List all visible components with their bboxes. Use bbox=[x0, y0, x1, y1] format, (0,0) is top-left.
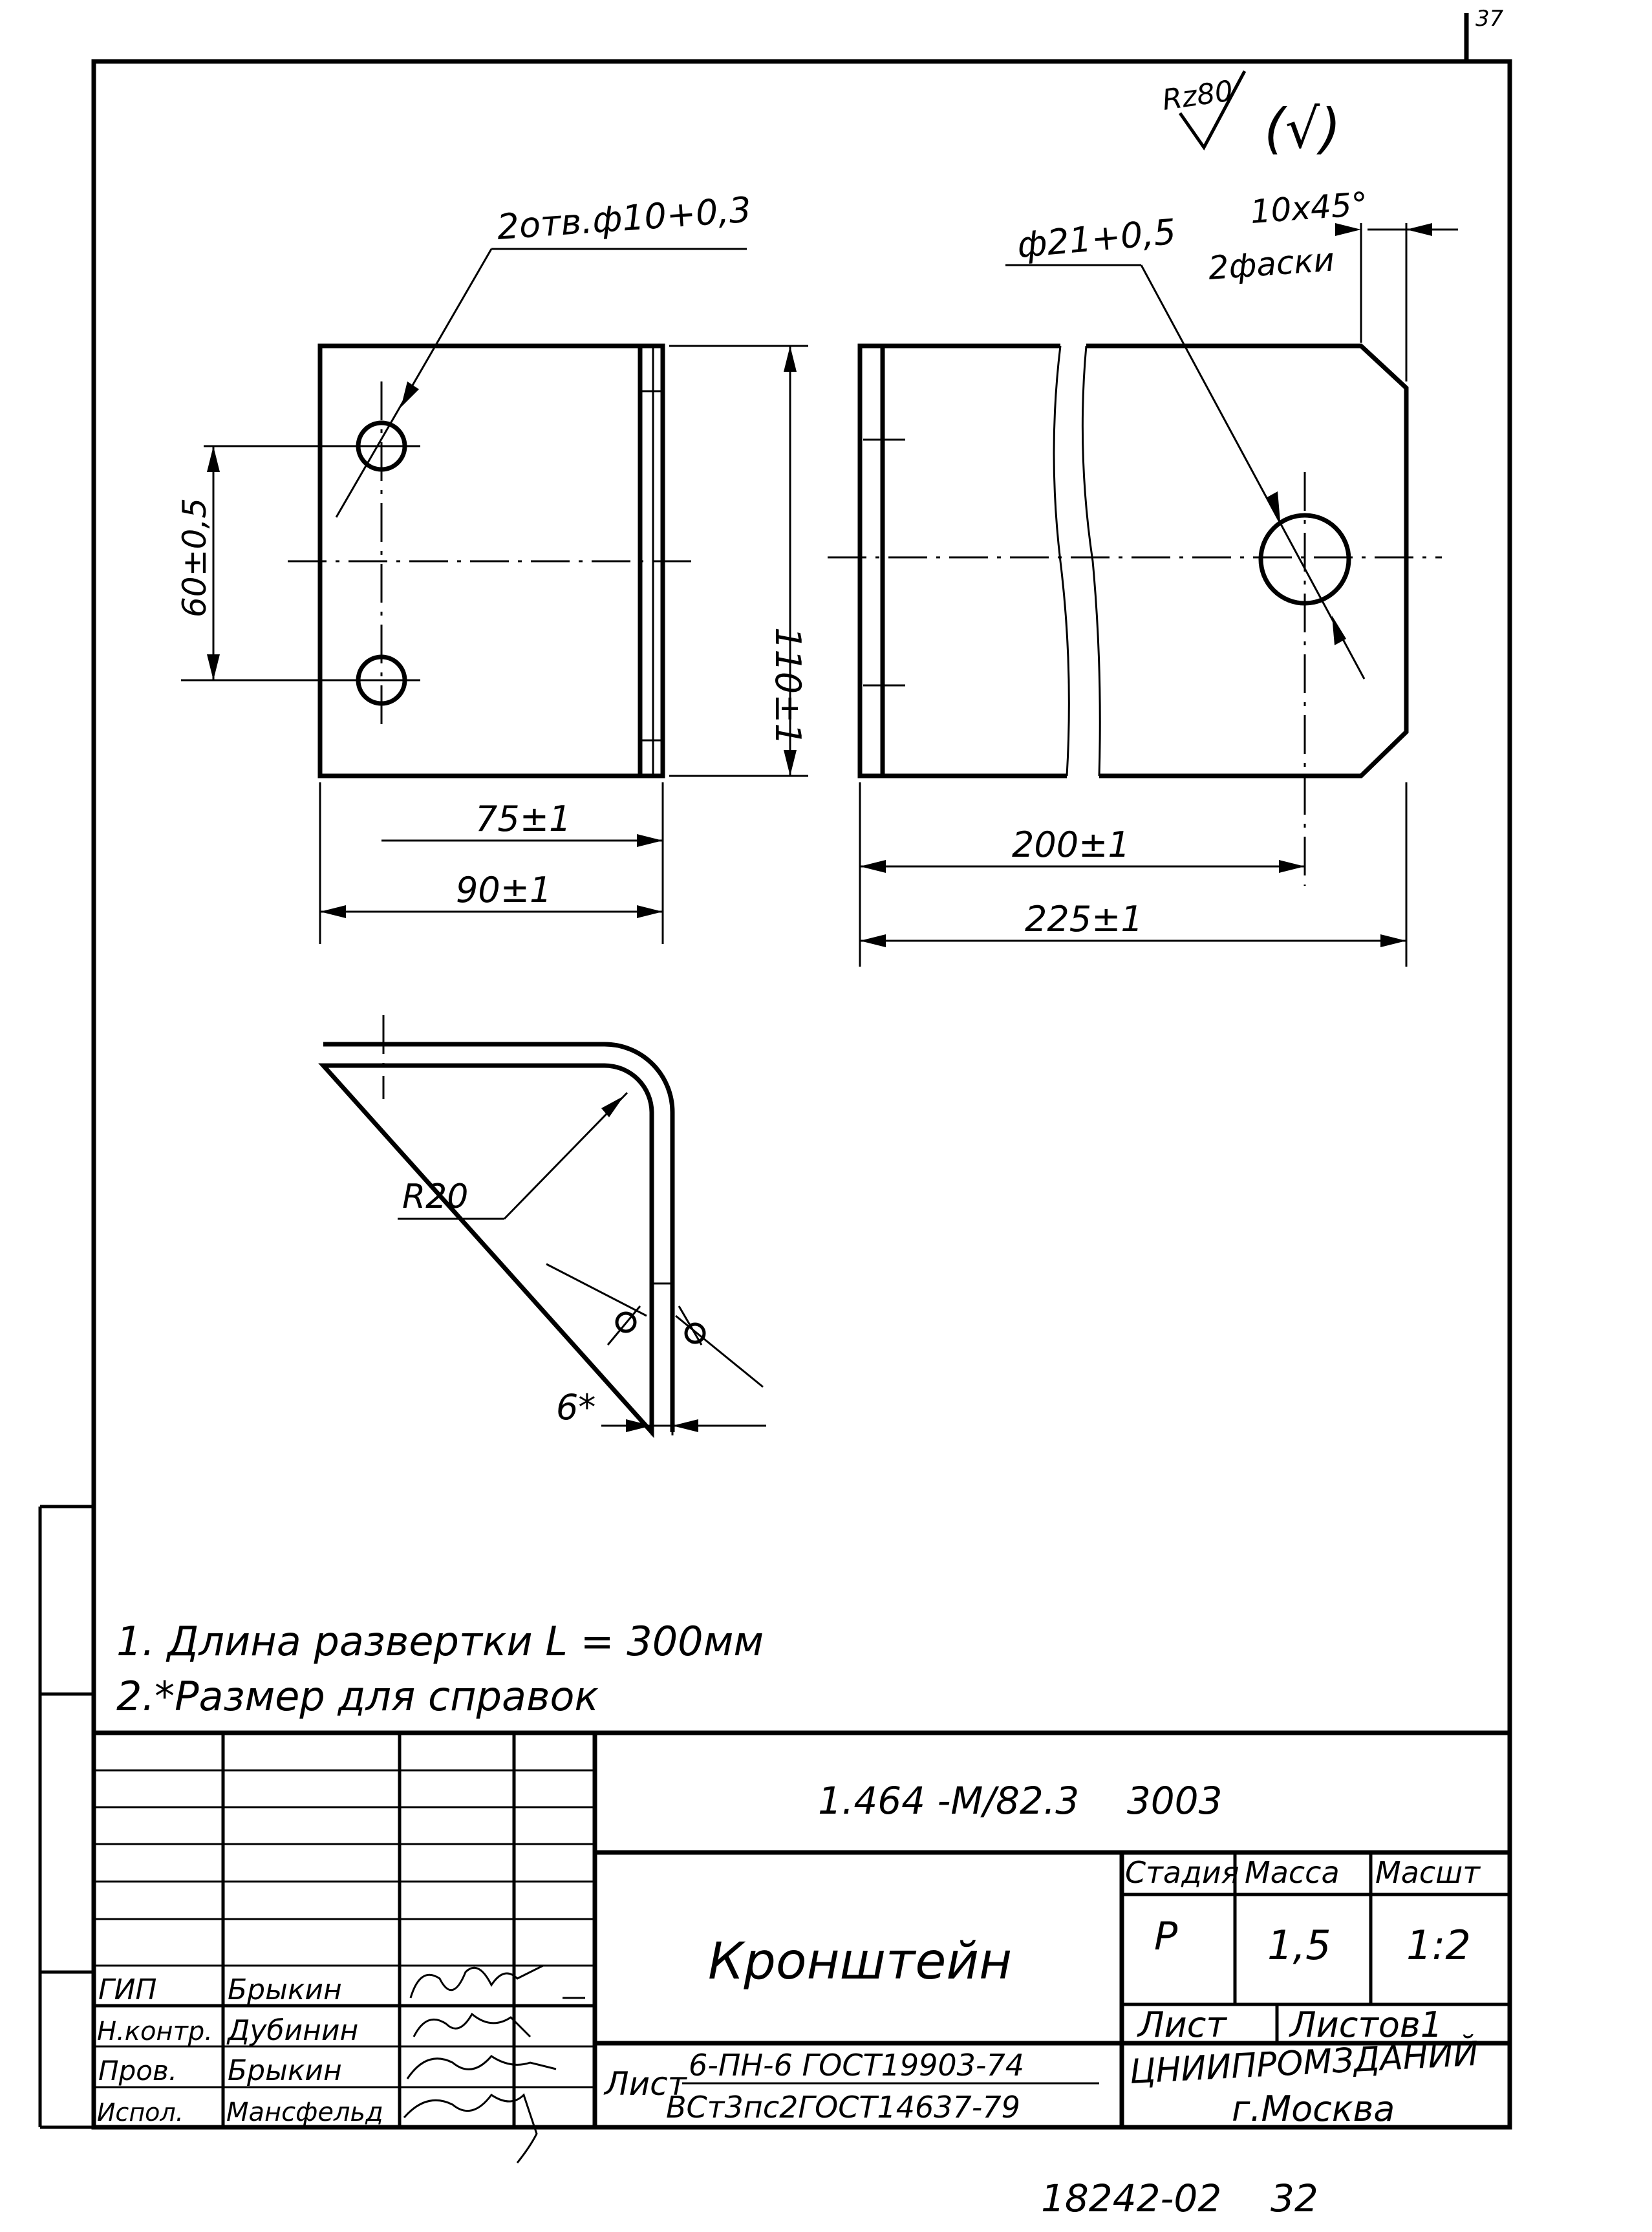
bracket-profile-view: R20 6* bbox=[318, 1015, 766, 1439]
value-stage: Р bbox=[1154, 1914, 1178, 1959]
organization-city: г.Москва bbox=[1232, 2088, 1395, 2129]
callout-chamfer-size: 10x45° bbox=[1249, 185, 1369, 231]
material-bottom: ВСт3пс2ГОСТ14637-79 bbox=[666, 2090, 1020, 2125]
dim-width-inner: 75±1 bbox=[475, 799, 571, 839]
title-block-grid bbox=[94, 1730, 1510, 2127]
staff-role-1: ГИП bbox=[98, 1973, 157, 2006]
staff-name-3: Брыкин bbox=[228, 2054, 342, 2087]
dim-hole-spacing: 60±0,5 bbox=[176, 498, 213, 617]
staff-role-2: Н.контр. bbox=[97, 2017, 213, 2046]
value-scale: 1:2 bbox=[1406, 1922, 1471, 1969]
header-stage: Стадия bbox=[1125, 1855, 1239, 1890]
signatures bbox=[403, 1964, 585, 2163]
dim-width-outer: 90±1 bbox=[456, 870, 552, 910]
staff-name-1: Брыкин bbox=[228, 1973, 342, 2006]
roughness-symbols: Rz80 (√) bbox=[1160, 70, 1341, 160]
dim-length-to-hole: 200±1 bbox=[1012, 824, 1130, 865]
staff-role-3: Пров. bbox=[98, 2055, 177, 2087]
part-name: Кронштейн bbox=[708, 1933, 1012, 1991]
drawing-frame bbox=[38, 13, 1512, 2130]
callout-bend-radius: R20 bbox=[402, 1177, 468, 1216]
callout-thickness: 6* bbox=[556, 1387, 595, 1428]
page-corner-number: 37 bbox=[1475, 6, 1504, 32]
callout-small-holes: 2отв.ф10+0,3 bbox=[496, 189, 753, 248]
roughness-other-label: (√) bbox=[1264, 97, 1341, 160]
staff-name-2: Дубинин bbox=[226, 2014, 358, 2047]
material-prefix: Лист bbox=[603, 2065, 688, 2103]
note-2: 2.*Размер для справок bbox=[116, 1673, 599, 1720]
plate-side-view: ф21+0,5 10x45° 2фаски 200±1 225±1 bbox=[828, 185, 1458, 967]
staff-name-4: Мансфельд bbox=[226, 2098, 383, 2127]
plate-front-view: 60±0,5 2отв.ф10+0,3 110±1 75±1 90±1 bbox=[176, 189, 808, 944]
note-1: 1. Длина развертки L = 300мм bbox=[116, 1618, 764, 1665]
material-top: 6-ПН-6 ГОСТ19903-74 bbox=[689, 2048, 1024, 2083]
header-mass: Масса bbox=[1245, 1855, 1340, 1890]
sheet-label: Лист bbox=[1137, 2004, 1227, 2045]
dim-length-total: 225±1 bbox=[1025, 899, 1143, 939]
staff-role-4: Испол. bbox=[97, 2098, 184, 2127]
designation: 1.464 -М/82.3 3003 bbox=[818, 1779, 1222, 1823]
roughness-check-icon bbox=[1178, 70, 1247, 151]
dim-height: 110±1 bbox=[767, 627, 808, 746]
footer-page: 32 bbox=[1271, 2176, 1318, 2220]
value-mass: 1,5 bbox=[1267, 1922, 1331, 1969]
sheets-label: Листов1 bbox=[1289, 2004, 1443, 2045]
header-scale: Масшт bbox=[1375, 1855, 1481, 1890]
callout-big-hole: ф21+0,5 bbox=[1016, 211, 1178, 266]
callout-chamfer-count: 2фаски bbox=[1207, 241, 1336, 286]
footer-code: 18242-02 bbox=[1041, 2176, 1221, 2220]
